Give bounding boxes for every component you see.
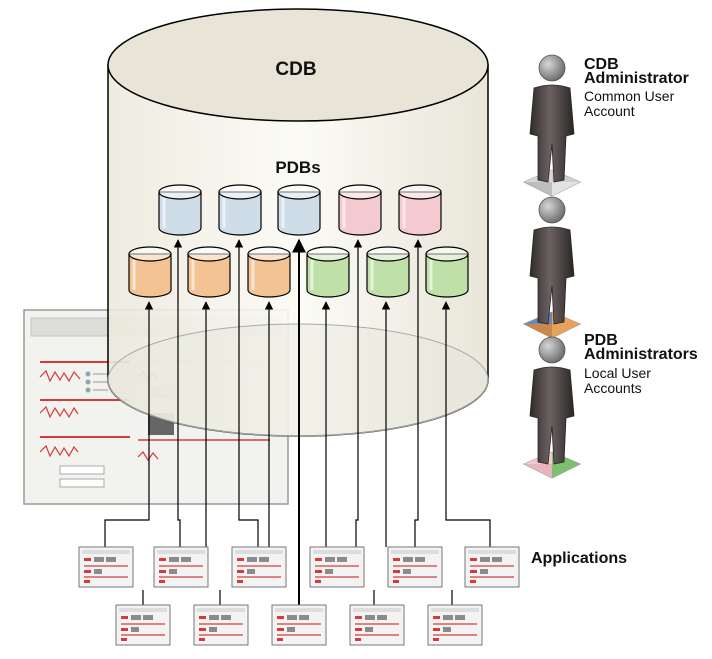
- database-cylinder-icon-green-2: [366, 246, 410, 298]
- cdb-administrator-person-icon: [522, 54, 582, 197]
- pdb-administrator-person-icon-1: [522, 196, 582, 339]
- cdb-admin-sub-line1: Common User: [584, 88, 675, 104]
- cdb-admin-sub-line2: Account: [584, 103, 635, 119]
- application-window-icon-1: [78, 546, 134, 588]
- pdb-admins-title-line1: PDB: [584, 332, 618, 349]
- application-window-icon-10: [349, 604, 405, 646]
- database-cylinder-icon-orange-3: [247, 246, 291, 298]
- connector-lines: [104, 238, 491, 605]
- connector-app4-blue2: [234, 239, 259, 547]
- database-cylinder-icon-pink-2: [398, 184, 442, 236]
- pdb-admins-sub-line2: Accounts: [584, 380, 642, 396]
- database-cylinder-icon-blue-2: [218, 184, 262, 236]
- connector-app10-pink2: [413, 239, 423, 547]
- pdb-administrator-person-icon-2: [522, 336, 582, 479]
- cdb-admin-title-line2: Administrator: [584, 70, 689, 87]
- connector-app11-green3: [441, 301, 491, 547]
- database-cylinder-icon-green-3: [425, 246, 469, 298]
- administrator-figures: [522, 54, 582, 479]
- database-cylinder-icon-green-1: [306, 246, 350, 298]
- pdb-admins-sub-line1: Local User: [584, 365, 651, 381]
- application-window-icon-2: [153, 546, 209, 588]
- application-windows: [78, 546, 520, 646]
- cdb-admin-title-line1: CDB: [584, 56, 619, 73]
- application-window-icon-9: [271, 604, 327, 646]
- database-cylinder-icon-pink-1: [338, 184, 382, 236]
- database-cylinder-icon-orange-2: [187, 246, 231, 298]
- database-cylinder-icon-blue-3: [277, 184, 321, 236]
- application-window-icon-7: [115, 604, 171, 646]
- connector-app1-orange1: [104, 301, 154, 547]
- application-window-icon-3: [231, 546, 287, 588]
- connector-app2-blue1: [173, 239, 183, 547]
- database-cylinder-icon-orange-1: [128, 246, 172, 298]
- connector-app8-pink1: [353, 239, 363, 547]
- pdb-cylinders: [128, 184, 469, 298]
- application-window-icon-6: [464, 546, 520, 588]
- application-window-icon-5: [387, 546, 443, 588]
- cdb-label: CDB: [275, 59, 316, 80]
- application-window-icon-4: [309, 546, 365, 588]
- applications-label: Applications: [531, 550, 627, 567]
- pdbs-label: PDBs: [275, 158, 320, 177]
- application-window-icon-8: [193, 604, 249, 646]
- pdb-admins-title-line2: Administrators: [584, 346, 698, 363]
- database-cylinder-icon-blue-1: [158, 184, 202, 236]
- application-window-icon-11: [427, 604, 483, 646]
